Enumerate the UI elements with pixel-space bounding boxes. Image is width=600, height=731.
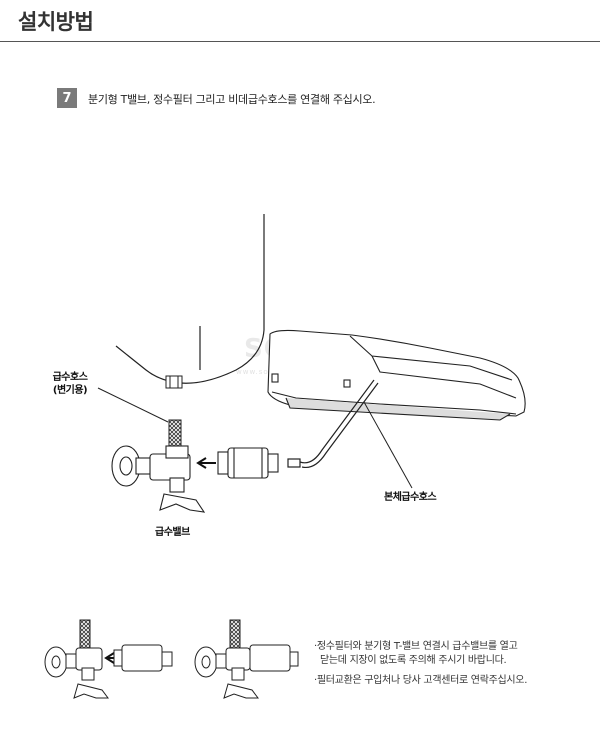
body-supply-hose — [287, 379, 379, 469]
installation-notes: ·정수필터와 분기형 T-밸브 연결시 급수밸브를 열고 닫는데 지장이 없도록… — [314, 640, 594, 694]
supply-hose-label-line2: (변기용) — [52, 385, 88, 396]
tank-nut — [165, 375, 183, 389]
supply-valve-label: 급수밸브 — [155, 527, 190, 538]
bidet-body — [267, 329, 526, 421]
title-divider — [0, 41, 600, 42]
water-filter — [217, 447, 279, 479]
detail-filter-left — [113, 644, 173, 672]
detail-assembly-right — [194, 619, 299, 699]
toilet-tank-outline — [115, 214, 265, 384]
body-hose-leader-line — [363, 401, 413, 489]
supply-hose-label-line1: 급수호스 — [52, 372, 88, 383]
note-line: 닫는데 지장이 없도록 주의해 주시기 바랍니다. — [320, 655, 507, 666]
water-supply-valve — [111, 445, 206, 513]
step-number-badge: 7 — [57, 88, 77, 108]
note-item: ·필터교환은 구입처나 당사 고객센터로 연락주십시오. — [314, 675, 528, 686]
page-title: 설치방법 — [18, 10, 94, 34]
detail-assembly-left — [44, 619, 109, 699]
note-item: ·정수필터와 분기형 T-밸브 연결시 급수밸브를 열고 닫는데 지장이 없도록… — [314, 640, 594, 668]
supply-hose-label: 급수호스 (변기용) — [40, 371, 100, 397]
hose-leader-line — [97, 387, 169, 423]
body-hose-label: 본체급수호스 — [384, 492, 437, 503]
note-line: ·정수필터와 분기형 T-밸브 연결시 급수밸브를 열고 — [314, 641, 518, 652]
arrow-to-valve — [196, 457, 216, 469]
step-instruction: 분기형 T밸브, 정수필터 그리고 비데급수호스를 연결해 주십시오. — [88, 93, 376, 106]
